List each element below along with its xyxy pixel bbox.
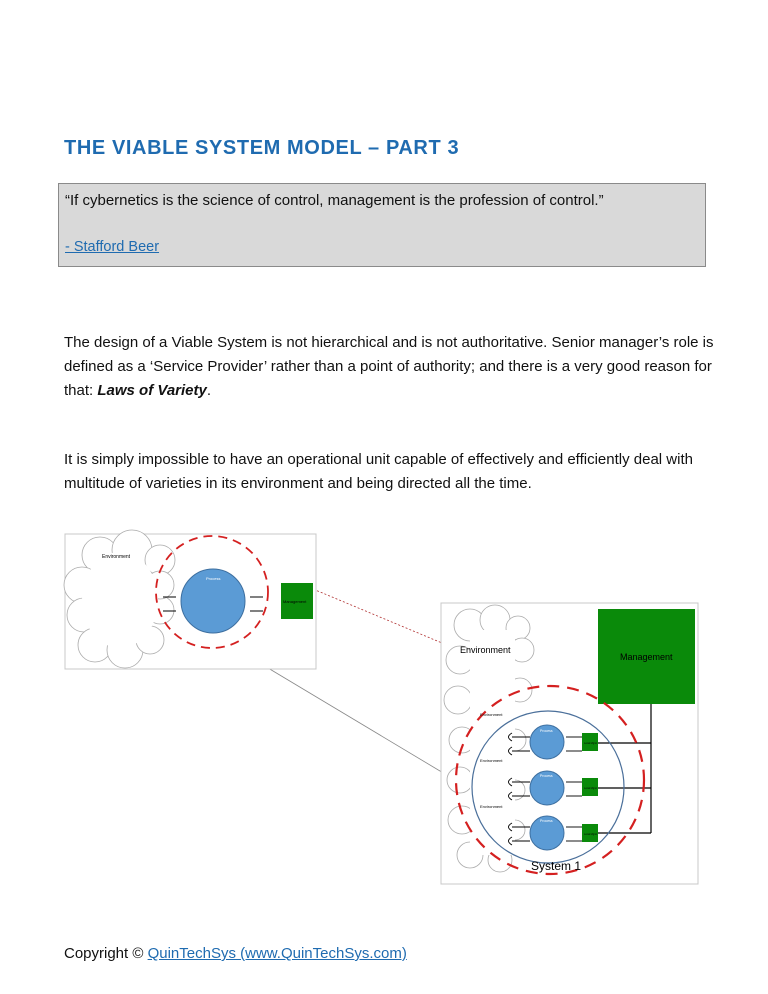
unit1-process-circle bbox=[529, 724, 565, 760]
unit1-links bbox=[508, 732, 582, 756]
unit2-management-label: Local Mgmt bbox=[584, 787, 597, 790]
unit3-management-label: Local Mgmt bbox=[584, 833, 597, 836]
laws-of-variety-emphasis: Laws of Variety bbox=[97, 382, 207, 399]
quintechsys-link[interactable]: QuinTechSys (www.QuinTechSys.com) bbox=[147, 945, 407, 962]
unit3-process-circle bbox=[529, 815, 565, 851]
unit3-management-box bbox=[582, 824, 598, 842]
unit2-links bbox=[508, 777, 582, 801]
unit1-management-box bbox=[582, 733, 598, 751]
small-management-box bbox=[281, 583, 313, 619]
small-management-label: Management bbox=[283, 599, 307, 604]
paragraph-variety-text: The design of a Viable System is not hie… bbox=[64, 334, 714, 399]
environment-cloud-large bbox=[443, 604, 535, 873]
unit3-links bbox=[508, 822, 582, 846]
environment-cloud-small bbox=[63, 529, 176, 669]
unit1-environment-label: Environment bbox=[480, 712, 503, 717]
large-management-label: Management bbox=[620, 652, 673, 662]
small-process-label: Process bbox=[206, 576, 220, 581]
unit1-management-label: Local Mgmt bbox=[584, 742, 597, 745]
copyright-text: Copyright © bbox=[64, 945, 148, 962]
footer-copyright: Copyright © QuinTechSys (www.QuinTechSys… bbox=[64, 945, 407, 962]
large-environment-label: Environment bbox=[460, 645, 511, 655]
paragraph-variety-end: . bbox=[206, 382, 212, 399]
small-process-circle bbox=[180, 568, 246, 634]
quote-box: “If cybernetics is the science of contro… bbox=[58, 183, 706, 267]
unit2-process-label: Process bbox=[540, 774, 553, 778]
small-environment-label: Environment bbox=[102, 554, 131, 560]
page-title: THE VIABLE SYSTEM MODEL – PART 3 bbox=[64, 137, 460, 159]
unit1-process-label: Process bbox=[540, 729, 553, 733]
system1-label: System 1 bbox=[531, 859, 581, 873]
unit3-environment-label: Environment bbox=[480, 804, 503, 809]
unit3-process-label: Process bbox=[540, 819, 553, 823]
unit2-environment-label: Environment bbox=[480, 758, 503, 763]
management-bus bbox=[598, 704, 652, 834]
unit2-management-box bbox=[582, 778, 598, 796]
unit2-process-circle bbox=[529, 770, 565, 806]
quote-author-link[interactable]: - Stafford Beer bbox=[65, 239, 160, 255]
small-dashed-boundary bbox=[155, 535, 269, 649]
system1-boundary bbox=[471, 710, 625, 864]
small-arrows bbox=[163, 596, 263, 612]
quote-text: “If cybernetics is the science of contro… bbox=[65, 192, 604, 209]
zoom-line-bottom bbox=[257, 661, 461, 784]
large-management-box bbox=[598, 609, 695, 704]
paragraph-operational-unit: It is simply impossible to have an opera… bbox=[64, 451, 693, 492]
paragraph-variety: The design of a Viable System is not hie… bbox=[64, 331, 714, 403]
large-dashed-boundary bbox=[454, 684, 646, 876]
